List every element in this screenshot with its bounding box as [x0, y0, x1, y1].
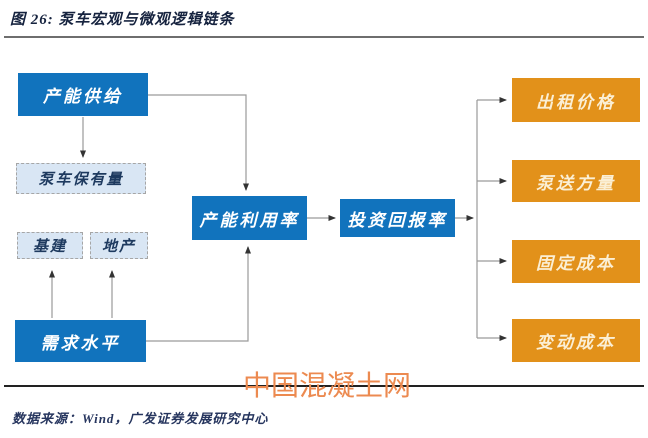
footer-divider-line	[4, 385, 644, 387]
figure-title: 图 26: 泵车宏观与微观逻辑链条	[10, 12, 235, 28]
node-pumping-volume: 泵送方量	[512, 160, 640, 202]
node-variable-cost: 变动成本	[512, 319, 640, 362]
arrow-supply-to-utilization	[148, 94, 249, 191]
node-infrastructure: 基建	[17, 232, 83, 259]
node-pump-truck-stock: 泵车保有量	[16, 163, 146, 194]
data-source-text: 数据来源：Wind，广发证券发展研究中心	[12, 411, 269, 426]
node-return-on-investment: 投资回报率	[340, 199, 455, 237]
title-divider-line	[4, 36, 644, 38]
arrow-demand-to-utilization	[146, 246, 251, 342]
node-rental-price: 出租价格	[512, 78, 640, 122]
node-real-estate: 地产	[90, 232, 148, 259]
node-fixed-cost: 固定成本	[512, 240, 640, 283]
watermark-text: 中国混凝土网	[243, 370, 412, 401]
node-capacity-utilization: 产能利用率	[192, 196, 307, 240]
node-demand-level: 需求水平	[15, 320, 146, 362]
node-capacity-supply: 产能供给	[18, 73, 148, 116]
